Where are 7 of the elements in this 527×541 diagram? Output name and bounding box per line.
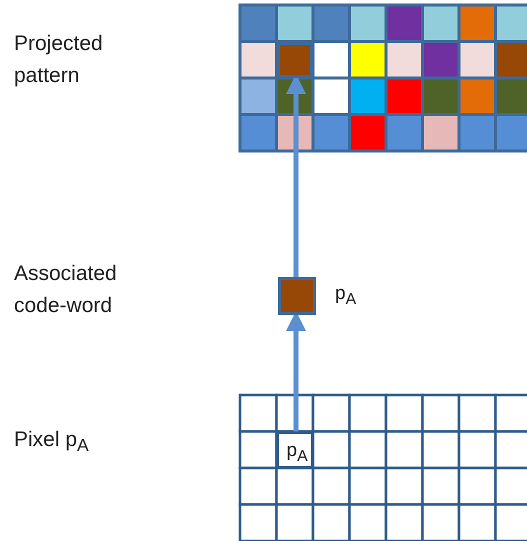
caption-text: Pixel p$_{A}$: [14, 427, 90, 458]
caption-text: Associated code-word: [14, 261, 118, 319]
caption-text: Projected pattern: [14, 31, 104, 89]
pixel-label: p$_{A}$: [286, 440, 308, 466]
pixel-cell: [276, 432, 313, 468]
pattern-cell: [276, 42, 313, 78]
point-label: p$_{A}$: [335, 282, 356, 310]
